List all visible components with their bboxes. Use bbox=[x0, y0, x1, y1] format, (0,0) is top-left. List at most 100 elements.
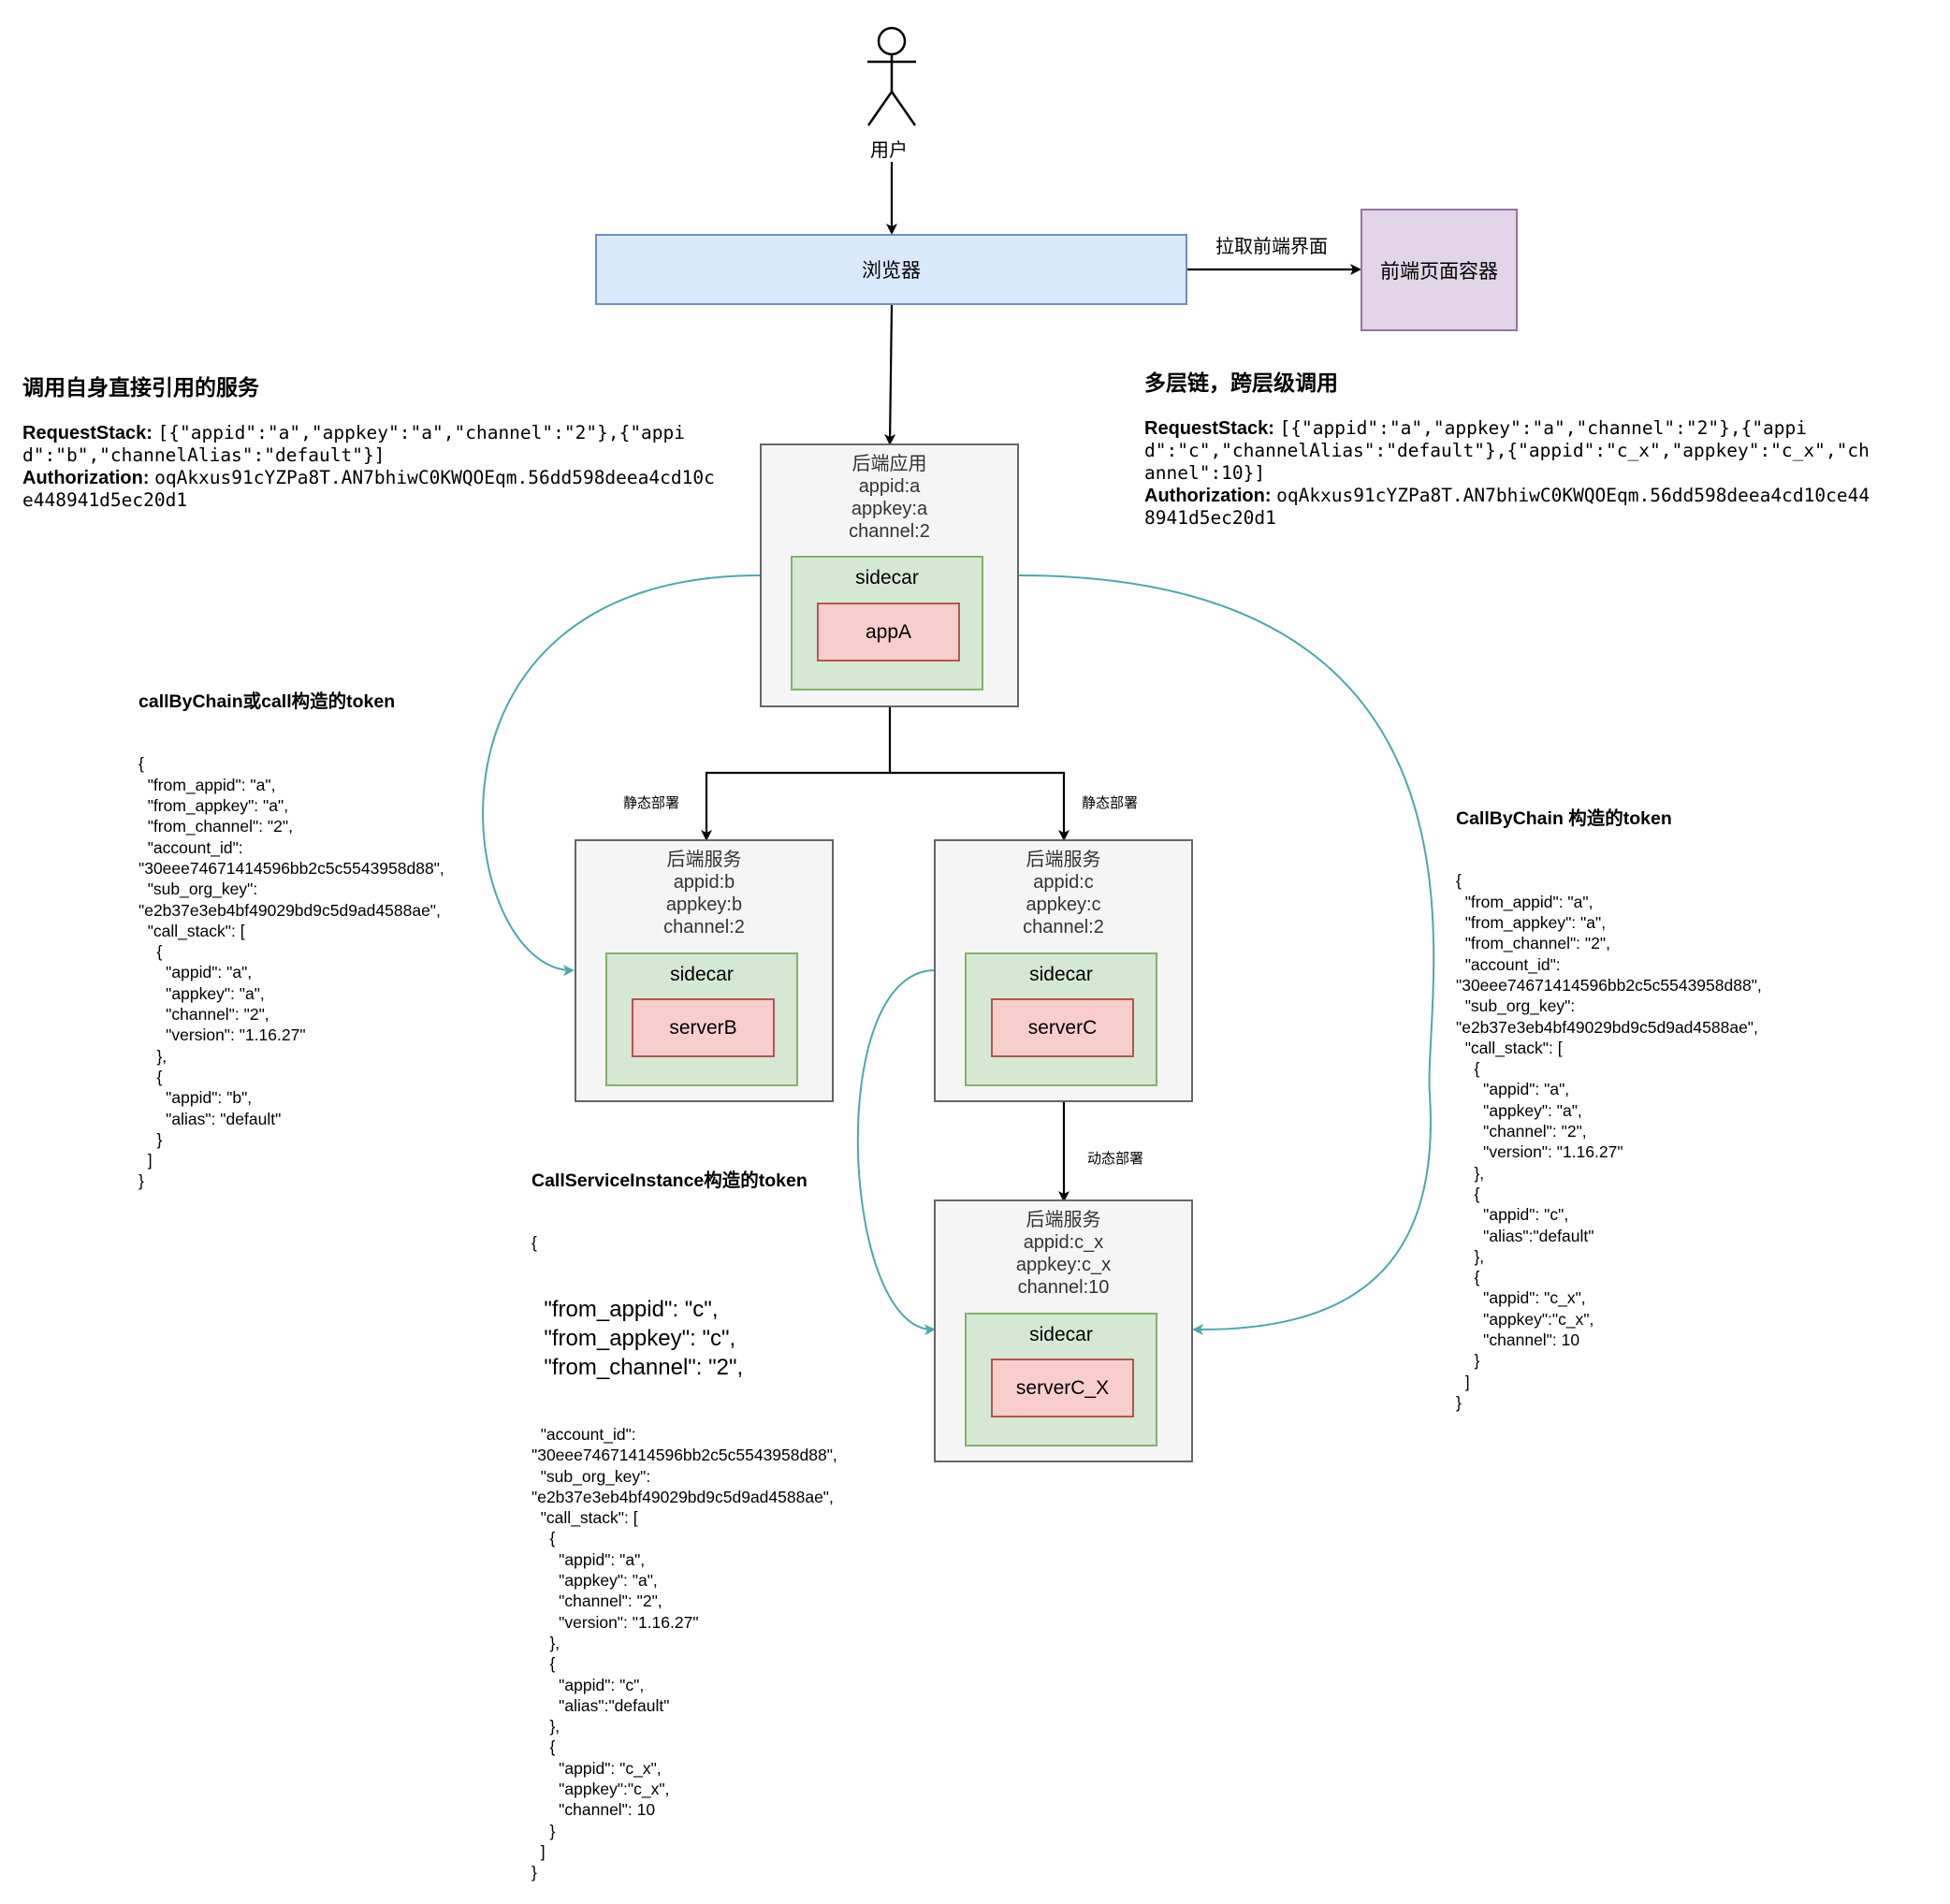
token-right-block: CallByChain 构造的token { "from_appid": "a"… bbox=[1456, 766, 1762, 1434]
curve-serverc-servercx bbox=[856, 969, 936, 1336]
token-mid-line: { bbox=[531, 1529, 556, 1548]
right-requeststack-line2: d":"c","channelAlias":"default"},{"appid… bbox=[1144, 440, 1870, 461]
sidecar-servercx[interactable]: sidecar serverC_X bbox=[965, 1313, 1157, 1446]
token-mid-open: { bbox=[531, 1233, 537, 1253]
sidecar-serverb[interactable]: sidecar serverB bbox=[605, 952, 798, 1086]
service-serverc-appkey: appkey:c bbox=[1026, 894, 1101, 915]
left-auth-key: Authorization: bbox=[22, 468, 150, 488]
sidecar-serverc[interactable]: sidecar serverC bbox=[965, 952, 1157, 1086]
token-right-line: "alias":"default" bbox=[1456, 1226, 1594, 1245]
user-actor-icon bbox=[866, 26, 917, 126]
token-mid-line: } bbox=[531, 1821, 556, 1840]
token-left-line: "30eee74671414596bb2c5c5543958d88", bbox=[138, 858, 444, 878]
token-right-line: "from_appid": "a", bbox=[1456, 892, 1593, 911]
token-mid-line: "appkey":"c_x", bbox=[531, 1780, 670, 1799]
sidecar-servercx-label: sidecar bbox=[1029, 1324, 1093, 1345]
right-requeststack-line1: [{"appid":"a","appkey":"a","channel":"2"… bbox=[1279, 417, 1808, 439]
token-left-line: { bbox=[138, 754, 144, 774]
token-right-lines: { "from_appid": "a", "from_appkey": "a",… bbox=[1456, 870, 1762, 1413]
token-mid-line: "channel": 10 bbox=[531, 1800, 656, 1820]
left-requeststack-line2: d":"b","channelAlias":"default"}] bbox=[22, 444, 386, 466]
token-right-line: "30eee74671414596bb2c5c5543958d88", bbox=[1456, 975, 1762, 995]
token-right-line: } bbox=[1456, 1392, 1462, 1412]
left-auth-line1: oqAkxus91cYZPa8T.AN7bhiwC0KWQOEqm.56dd59… bbox=[154, 467, 715, 488]
token-left-line: "account_id": bbox=[138, 837, 243, 857]
service-servercx-appid: appid:c_x bbox=[1023, 1232, 1104, 1253]
edge-browser-appa bbox=[884, 304, 896, 445]
sidecar-appa[interactable]: sidecar appA bbox=[791, 556, 983, 690]
token-mid-big-line: "from_appid": "c", bbox=[531, 1297, 719, 1323]
token-left-line: }, bbox=[138, 1046, 167, 1066]
service-serverb-title: 后端服务 bbox=[666, 850, 742, 870]
token-right-line: { bbox=[1456, 1184, 1480, 1203]
service-serverc-title: 后端服务 bbox=[1026, 850, 1101, 870]
token-right-line: "account_id": bbox=[1456, 954, 1561, 974]
token-left-line: { bbox=[138, 1067, 163, 1086]
right-scenario-title: 多层链，跨层级调用 bbox=[1144, 371, 1338, 395]
left-requeststack-line1: [{"appid":"a","appkey":"a","channel":"2"… bbox=[157, 422, 686, 443]
left-requeststack-key: RequestStack: bbox=[22, 423, 153, 443]
browser-node[interactable]: 浏览器 bbox=[595, 234, 1187, 305]
service-serverc[interactable]: 后端服务 appid:c appkey:c channel:2 sidecar … bbox=[934, 839, 1193, 1102]
service-servercx[interactable]: 后端服务 appid:c_x appkey:c_x channel:10 sid… bbox=[934, 1199, 1193, 1462]
token-left-line: ] bbox=[138, 1151, 153, 1170]
token-mid-line: "30eee74671414596bb2c5c5543958d88", bbox=[531, 1446, 837, 1465]
right-auth-line1: oqAkxus91cYZPa8T.AN7bhiwC0KWQOEqm.56dd59… bbox=[1276, 485, 1870, 506]
service-appa-appid: appid:a bbox=[858, 476, 921, 497]
service-servercx-appkey: appkey:c_x bbox=[1015, 1255, 1112, 1275]
service-servercx-channel: channel:10 bbox=[1017, 1277, 1110, 1298]
token-mid-block: CallServiceInstance构造的token { "from_appi… bbox=[531, 1128, 837, 1904]
pull-frontend-label: 拉取前端界面 bbox=[1215, 237, 1328, 257]
token-mid-lines: "account_id": "30eee74671414596bb2c5c5543… bbox=[531, 1424, 837, 1883]
service-serverb[interactable]: 后端服务 appid:b appkey:b channel:2 sidecar … bbox=[575, 839, 834, 1102]
right-requeststack-line3: annel":10}] bbox=[1144, 462, 1266, 484]
edge-label-static-right: 静态部署 bbox=[1082, 795, 1139, 811]
right-scenario-block: 多层链，跨层级调用 RequestStack: [{"appid":"a","a… bbox=[1144, 365, 1870, 530]
token-left-line: } bbox=[138, 1171, 144, 1191]
token-right-line: "from_appkey": "a", bbox=[1456, 913, 1607, 933]
edge-appa-serverb bbox=[701, 707, 892, 841]
token-right-line: "appid": "c", bbox=[1456, 1205, 1569, 1225]
right-auth-line2: 8941d5ec20d1 bbox=[1144, 507, 1276, 529]
token-left-line: } bbox=[138, 1129, 163, 1149]
token-mid-line: "account_id": bbox=[531, 1424, 636, 1444]
right-requeststack-key: RequestStack: bbox=[1144, 418, 1274, 439]
token-left-line: "appid": "b", bbox=[138, 1088, 253, 1108]
token-right-line: }, bbox=[1456, 1163, 1485, 1183]
edge-appa-serverc bbox=[890, 771, 1070, 841]
service-servercx-title: 后端服务 bbox=[1026, 1210, 1101, 1230]
service-serverb-appkey: appkey:b bbox=[665, 894, 743, 915]
token-mid-line: "appkey": "a", bbox=[531, 1571, 658, 1591]
app-appa[interactable]: appA bbox=[817, 603, 960, 661]
edge-label-dynamic: 动态部署 bbox=[1087, 1151, 1144, 1167]
app-serverc[interactable]: serverC bbox=[991, 998, 1134, 1057]
token-mid-line: "appid": "a", bbox=[531, 1549, 646, 1569]
token-right-line: }, bbox=[1456, 1246, 1485, 1266]
token-mid-big-line: "from_channel": "2", bbox=[531, 1355, 744, 1381]
service-appa[interactable]: 后端应用 appid:a appkey:a channel:2 sidecar … bbox=[760, 443, 1019, 707]
token-mid-big-lines: "from_appid": "c", "from_appkey": "c", "… bbox=[531, 1295, 837, 1382]
sidecar-serverb-label: sidecar bbox=[670, 964, 734, 985]
token-left-block: callByChain或call构造的token { "from_appid":… bbox=[138, 649, 444, 1213]
token-mid-big-line: "from_appkey": "c", bbox=[531, 1326, 736, 1352]
token-left-line: "appkey": "a", bbox=[138, 983, 265, 1003]
connectors-layer bbox=[482, 26, 1435, 1336]
token-left-line: "call_stack": [ bbox=[138, 921, 245, 940]
frontend-container-node[interactable]: 前端页面容器 bbox=[1361, 209, 1518, 331]
token-right-title: CallByChain 构造的token bbox=[1456, 807, 1672, 829]
user-label: 用户 bbox=[870, 135, 908, 162]
token-mid-line: }, bbox=[531, 1633, 560, 1652]
token-left-line: "alias": "default" bbox=[138, 1109, 282, 1128]
service-serverb-appid: appid:b bbox=[673, 872, 735, 893]
token-left-line: "from_appid": "a", bbox=[138, 775, 276, 794]
service-appa-appkey: appkey:a bbox=[851, 499, 928, 519]
token-right-line: { bbox=[1456, 1268, 1480, 1287]
left-scenario-title: 调用自身直接引用的服务 bbox=[22, 375, 259, 400]
app-servercx[interactable]: serverC_X bbox=[991, 1359, 1134, 1417]
app-serverb[interactable]: serverB bbox=[632, 998, 775, 1057]
token-mid-line: "e2b37e3eb4bf49029bd9c5d9ad4588ae", bbox=[531, 1487, 834, 1506]
token-mid-line: "channel": "2", bbox=[531, 1592, 662, 1611]
token-left-line: "appid": "a", bbox=[138, 963, 253, 982]
token-left-title: callByChain或call构造的token bbox=[138, 690, 396, 712]
token-right-line: { bbox=[1456, 871, 1462, 891]
